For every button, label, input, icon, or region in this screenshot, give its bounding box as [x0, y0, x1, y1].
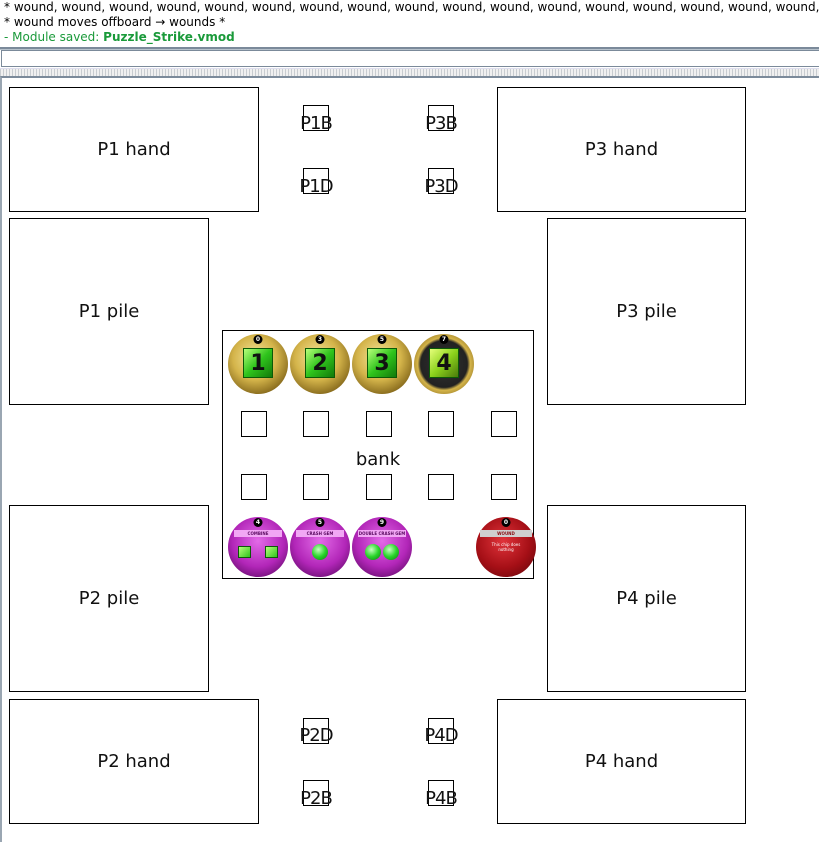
zone-p2-pile[interactable]: P2 pile [9, 505, 209, 692]
chip-cost: 0 [501, 518, 511, 527]
zone-p2-hand[interactable]: P2 hand [9, 699, 259, 824]
gem-icon: 3 [367, 348, 397, 378]
slot-p4b[interactable] [428, 780, 454, 806]
zone-p3-hand[interactable]: P3 hand [497, 87, 746, 212]
slot-p3b-label: P3B [425, 112, 458, 134]
slot-p1b[interactable] [303, 105, 329, 131]
log-line-module-saved: - Module saved: Puzzle_Strike.vmod [4, 30, 819, 45]
slot-p1d[interactable] [303, 168, 329, 194]
gem-chip-3[interactable]: 3 5 [352, 334, 412, 394]
slot-p4b-label: P4B [425, 787, 458, 809]
zone-p1-pile[interactable]: P1 pile [9, 218, 209, 405]
gem-icon [238, 546, 251, 558]
saved-filename: Puzzle_Strike.vmod [103, 30, 235, 44]
log-line: * wound moves offboard → wounds * [4, 15, 226, 29]
slot-p4d-label: P4D [424, 724, 458, 746]
crash-gem-icon [312, 544, 328, 560]
chip-cost: 3 [315, 335, 325, 344]
bank-slot[interactable] [303, 474, 329, 500]
chip-cost: 7 [439, 335, 449, 344]
bank-slot[interactable] [428, 474, 454, 500]
gem-icon: 2 [305, 348, 335, 378]
zone-p1-hand[interactable]: P1 hand [9, 87, 259, 212]
gem-icon: 4 [429, 348, 459, 378]
slot-p1d-label: P1D [299, 175, 333, 197]
slot-p2b-label: P2B [300, 787, 333, 809]
chip-title: COMBINE [234, 530, 282, 537]
chip-cost: 5 [315, 518, 325, 527]
slot-p2d[interactable] [303, 718, 329, 744]
chip-cost: 4 [253, 518, 263, 527]
slot-p3b[interactable] [428, 105, 454, 131]
chip-cost: 0 [253, 335, 263, 344]
zone-p3-pile[interactable]: P3 pile [547, 218, 746, 405]
bank-slot[interactable] [303, 411, 329, 437]
divider [0, 47, 819, 50]
zone-p4-pile[interactable]: P4 pile [547, 505, 746, 692]
crash-gem-icon [365, 544, 381, 560]
splitter-handle[interactable] [0, 68, 819, 77]
chat-log: * wound, wound, wound, wound, wound, wou… [0, 0, 819, 47]
slot-p2b[interactable] [303, 780, 329, 806]
slot-p3d[interactable] [428, 168, 454, 194]
chat-input[interactable] [1, 50, 819, 67]
bank-label: bank [355, 449, 401, 470]
chip-text: This chip does nothing [491, 542, 521, 552]
saved-prefix: - Module saved: [4, 30, 104, 44]
gem-icon: 1 [243, 348, 273, 378]
chip-title: WOUND [480, 530, 532, 537]
bank-slot[interactable] [428, 411, 454, 437]
gem-chip-1[interactable]: 1 0 [228, 334, 288, 394]
gem-chip-2[interactable]: 2 3 [290, 334, 350, 394]
log-line: * wound, wound, wound, wound, wound, wou… [4, 0, 819, 14]
crash-gem-chip[interactable]: 5 CRASH GEM [290, 517, 350, 577]
crash-gem-icon [383, 544, 399, 560]
gem-chip-4[interactable]: 4 7 [414, 334, 474, 394]
slot-p1b-label: P1B [300, 112, 333, 134]
chip-title: DOUBLE CRASH GEM [358, 530, 406, 537]
bank-slot[interactable] [366, 474, 392, 500]
chip-cost: 5 [377, 335, 387, 344]
bank-zone[interactable]: bank 1 0 2 3 3 5 4 7 4 COMBINE 5 CRASH G… [222, 330, 536, 579]
slot-p2d-label: P2D [299, 724, 333, 746]
bank-slot[interactable] [366, 411, 392, 437]
chip-title: CRASH GEM [296, 530, 344, 537]
gem-icon [265, 546, 278, 558]
wound-chip[interactable]: 0 WOUND This chip does nothing [476, 517, 536, 577]
combine-chip[interactable]: 4 COMBINE [228, 517, 288, 577]
slot-p4d[interactable] [428, 718, 454, 744]
bank-slot[interactable] [491, 411, 517, 437]
bank-slot[interactable] [241, 411, 267, 437]
zone-p4-hand[interactable]: P4 hand [497, 699, 746, 824]
bank-slot[interactable] [491, 474, 517, 500]
double-crash-gem-chip[interactable]: 9 DOUBLE CRASH GEM [352, 517, 412, 577]
chip-cost: 9 [377, 518, 387, 527]
bank-slot[interactable] [241, 474, 267, 500]
slot-p3d-label: P3D [424, 175, 458, 197]
